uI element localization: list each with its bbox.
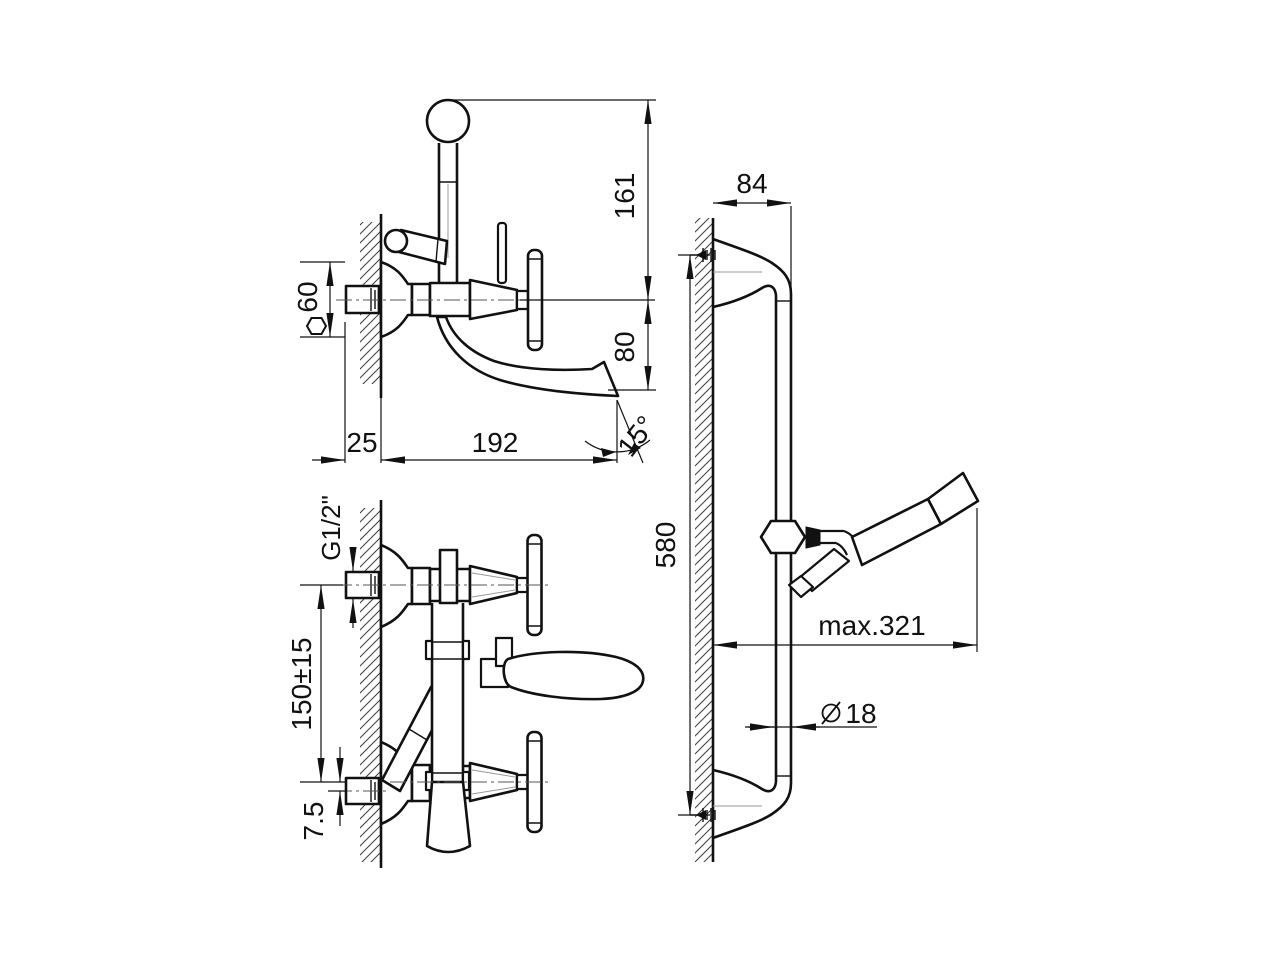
dim-label-75: 7.5 <box>298 802 329 841</box>
dim-label-192: 192 <box>472 427 519 458</box>
dim-tube-diameter: 18 <box>745 698 877 731</box>
mounting-ring <box>410 566 432 606</box>
dim-label-25: 25 <box>346 427 377 458</box>
lever-handle <box>502 650 645 701</box>
dim-inlet-thread: G1/2" <box>316 495 357 628</box>
hexagon-icon <box>305 317 328 335</box>
slider-knob <box>759 519 807 555</box>
arc-arrow-right <box>628 443 641 455</box>
column-tab <box>461 639 471 661</box>
dim-label-84: 84 <box>736 168 767 199</box>
dim-eccentric-offset: 7.5 <box>298 747 347 840</box>
rail-bracket-bottom <box>712 768 793 840</box>
diverter-rod <box>438 548 459 605</box>
handshower-handle <box>850 497 943 567</box>
column-fill <box>433 603 462 782</box>
dim-inlet-centers: 150±15 <box>286 584 345 783</box>
spout-outlet-flare <box>425 780 472 854</box>
hose-connector <box>797 547 851 593</box>
hose-nipple <box>787 574 815 599</box>
locking-ring <box>805 526 821 549</box>
dim-spout-angle: 15° <box>584 399 662 464</box>
dim-height-upper: 161 <box>452 99 656 300</box>
dim-rail-length: 580 <box>650 254 710 816</box>
mixer-side-view: 161 80 60 25 192 15° <box>292 98 662 464</box>
arc-arrow-left <box>601 448 616 457</box>
shower-rail-view: 84 580 max.321 18 <box>650 168 980 862</box>
rail-bracket-top <box>712 237 793 309</box>
diameter-icon <box>821 701 841 725</box>
dim-label-15deg: 15° <box>611 410 661 462</box>
dim-max-reach: max.321 <box>713 508 978 652</box>
dim-label-18: 18 <box>845 698 876 729</box>
wall-hatch <box>695 218 713 862</box>
side-lever-cap <box>383 228 409 254</box>
dim-bracket-depth: 84 <box>713 168 792 288</box>
dim-escutcheon: 60 <box>292 261 345 338</box>
wall-hatch <box>360 508 381 862</box>
spout-column <box>430 603 465 782</box>
handshower-holder <box>820 529 860 556</box>
spout <box>435 315 620 398</box>
dim-height-lower: 80 <box>608 300 656 391</box>
dim-label-580: 580 <box>650 522 681 569</box>
dim-label-max321: max.321 <box>818 610 925 641</box>
dim-label-161: 161 <box>609 173 640 220</box>
mixer-plan-view: G1/2" 150±15 7.5 <box>286 495 645 868</box>
dim-label-150: 150±15 <box>286 637 317 730</box>
ball-knob <box>425 98 471 144</box>
dim-wall-offset-and-reach: 25 192 <box>312 322 618 464</box>
dim-label-60: 60 <box>292 281 323 312</box>
escutcheon-bell <box>379 543 414 629</box>
lever-pin <box>496 221 508 285</box>
dim-label-80: 80 <box>609 331 640 362</box>
column-tab <box>424 639 434 661</box>
dim-label-g12: G1/2" <box>316 495 346 561</box>
